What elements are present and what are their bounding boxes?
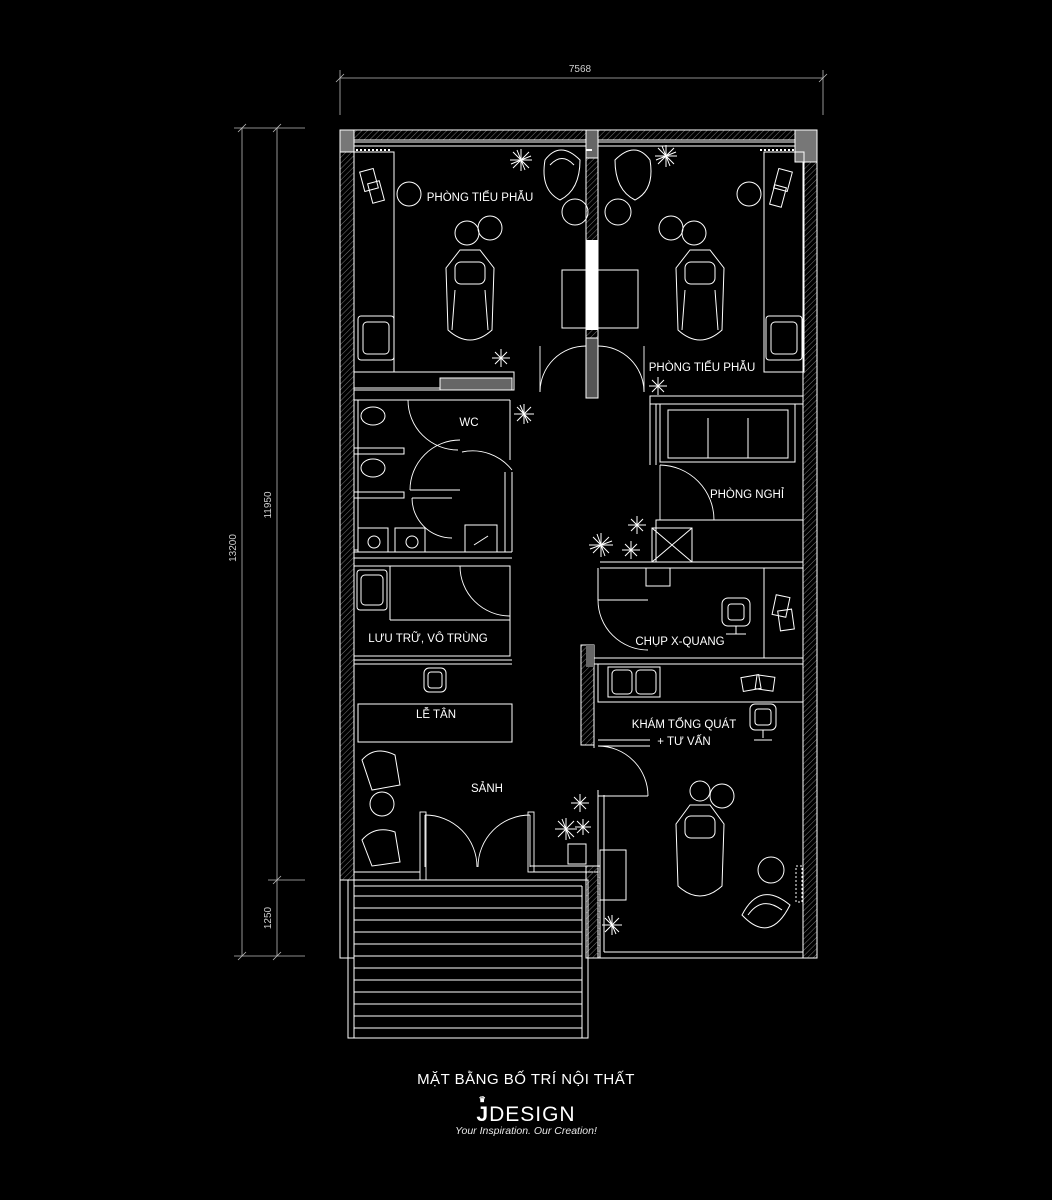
rest-room-sofa [651, 403, 796, 563]
doors [407, 345, 715, 881]
label-reception: LỄ TÂN [416, 708, 456, 721]
entrance-stairs [347, 879, 589, 1039]
dim-height-porch: 1250 [263, 906, 274, 929]
label-xray: CHỤP X-QUANG [635, 636, 724, 648]
top-windows [354, 141, 795, 147]
label-consult-1: KHÁM TỔNG QUÁT [632, 718, 737, 731]
crown-icon: ♛ [478, 1095, 487, 1104]
dim-height-total: 13200 [228, 534, 239, 562]
surgery-left-furniture [353, 149, 652, 373]
plant-icons [492, 145, 677, 935]
brand-name: ♛JDESIGN [0, 1095, 1052, 1127]
dimension-lines [234, 70, 828, 961]
label-surgery-left: PHÒNG TIỂU PHẪU [427, 191, 534, 204]
dim-height-main: 11950 [263, 491, 274, 519]
drawing-title: MẶT BẰNG BỐ TRÍ NỘI THẤT [417, 1071, 635, 1088]
label-surgery-right: PHÒNG TIỂU PHẪU [649, 361, 756, 374]
surgery-right-furniture [658, 151, 805, 373]
wc-fixtures [353, 399, 498, 553]
xray-furniture [721, 594, 795, 635]
lobby-furniture [361, 750, 587, 867]
exterior-walls [339, 129, 818, 959]
label-rest-room: PHÒNG NGHỈ [710, 488, 784, 501]
brand-word: DESIGN [489, 1103, 576, 1126]
label-storage: LƯU TRỮ, VÔ TRÙNG [368, 632, 488, 645]
consult-furniture [607, 666, 803, 929]
label-wc: WC [459, 417, 478, 429]
brand-letter: ♛J [476, 1095, 490, 1126]
brand-tagline: Your Inspiration. Our Creation! [455, 1125, 597, 1137]
storage-fixtures [356, 569, 388, 611]
dim-width: 7568 [569, 64, 592, 75]
label-consult-2: + TƯ VẤN [657, 735, 710, 748]
label-lobby: SẢNH [471, 782, 503, 795]
reception-furniture [423, 667, 447, 693]
brand-logo: ♛JDESIGN Your Inspiration. Our Creation! [0, 1095, 1052, 1137]
